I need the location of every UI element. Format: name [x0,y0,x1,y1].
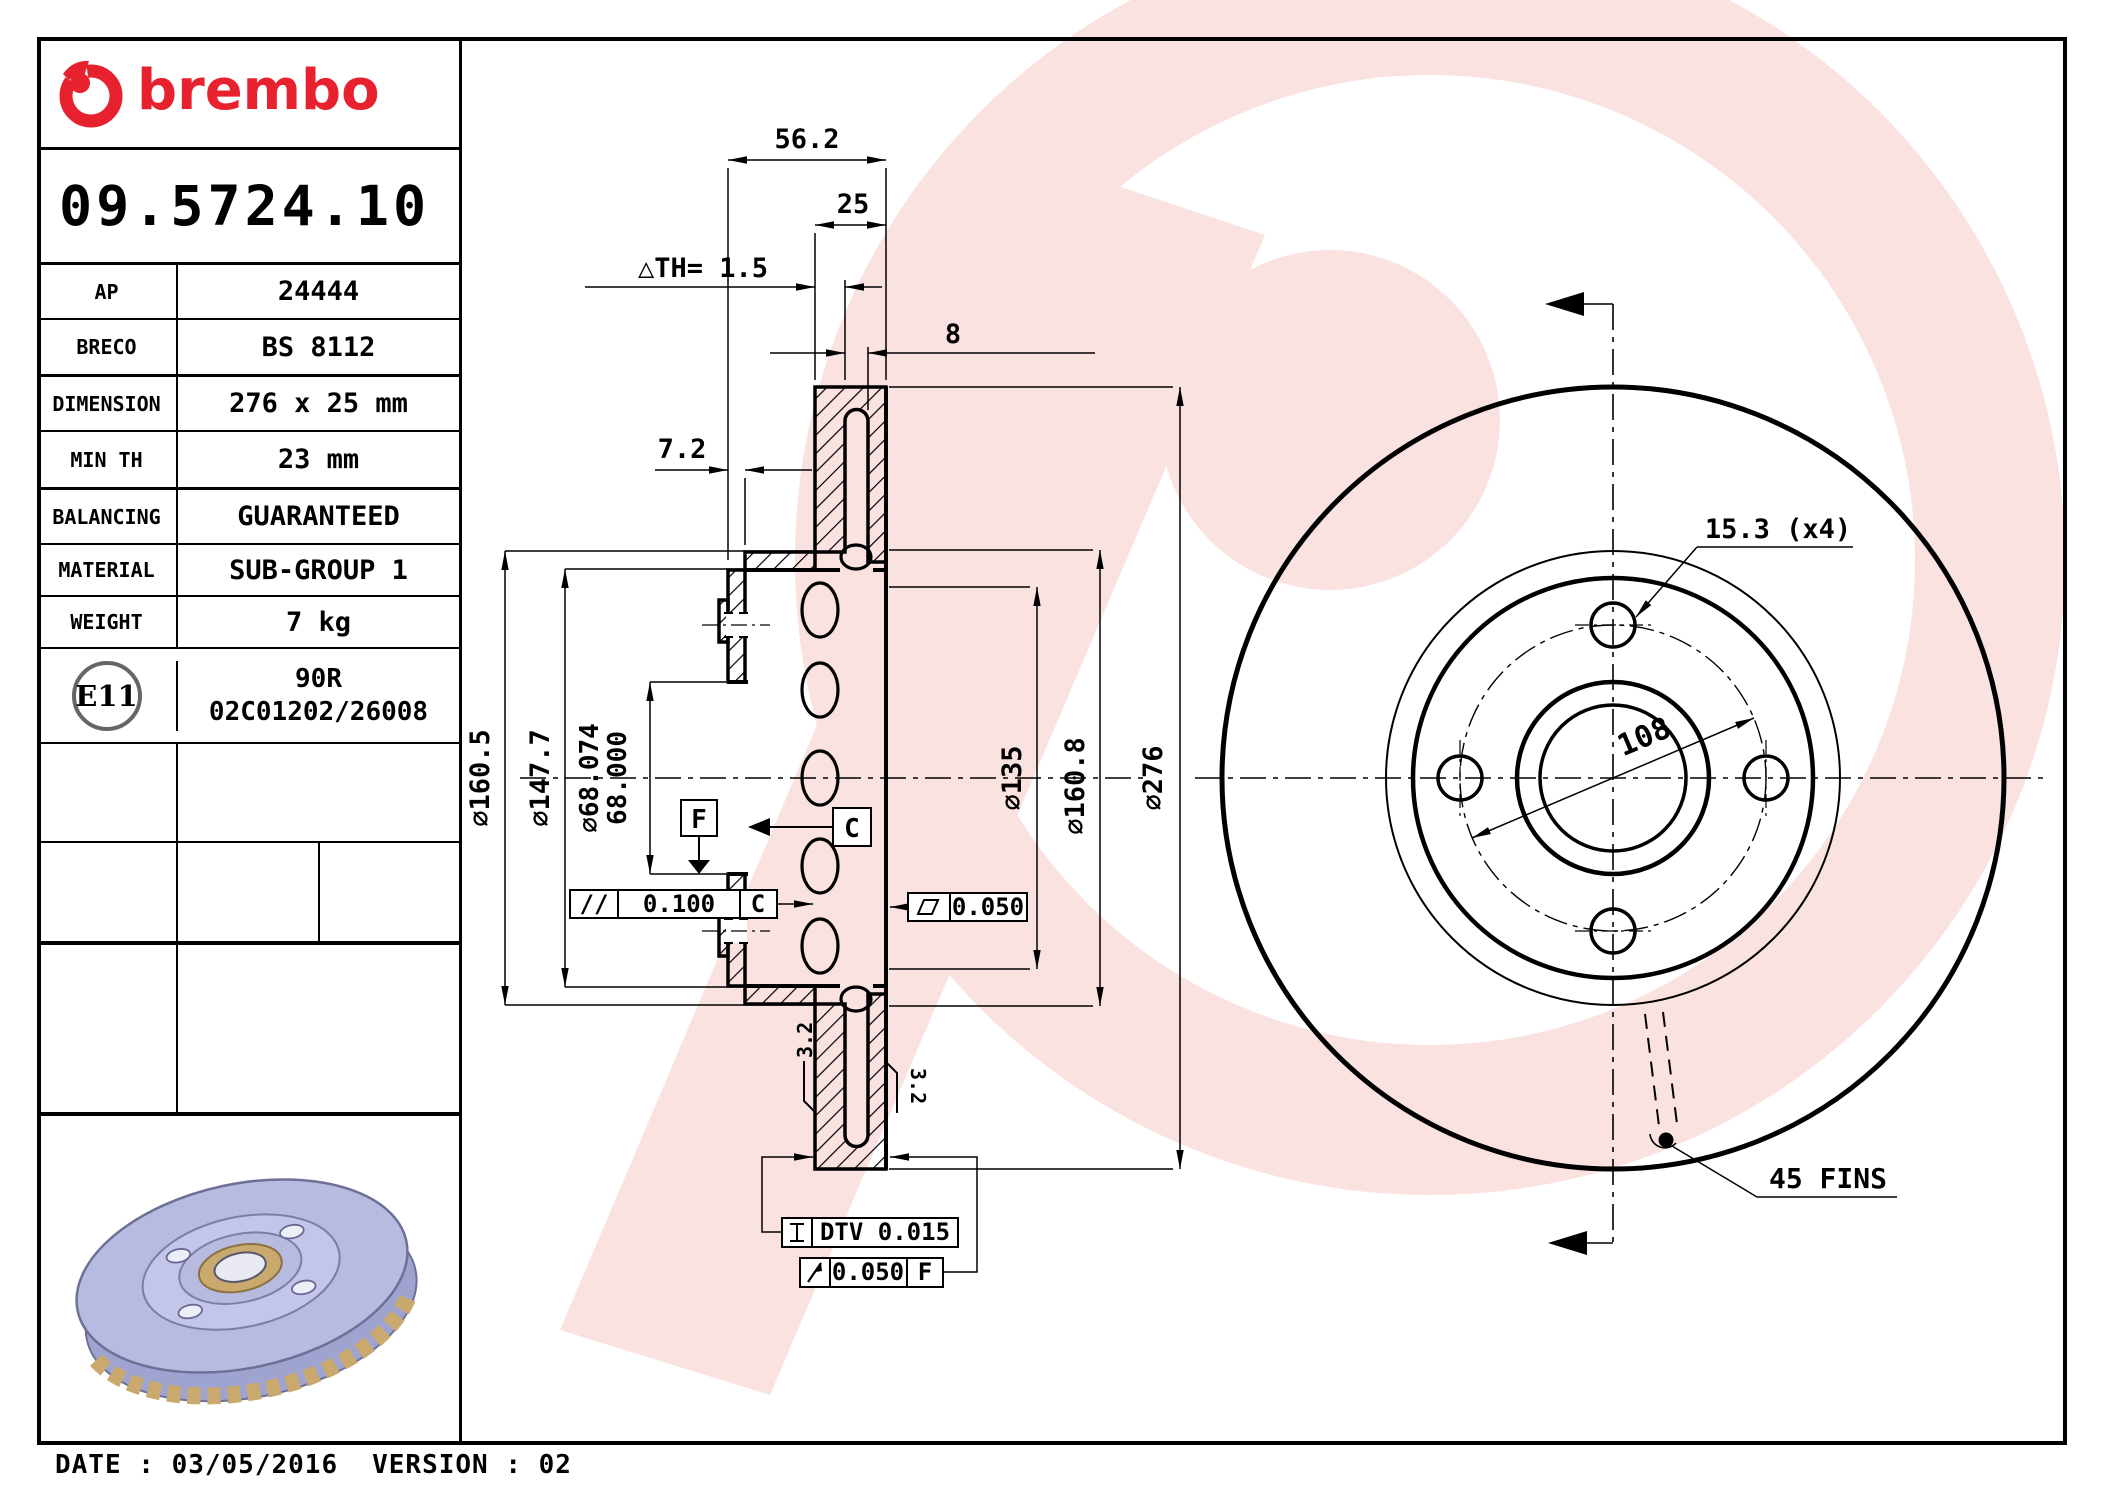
fcf-dtv: DTV 0.015 [761,1153,978,1273]
dim-dia-276: ⌀276 [1138,745,1169,810]
fin-indicator [1644,1011,1678,1149]
bolt-hole-centerlines [1459,624,1767,932]
table-row: DIMENSION 276 x 25 mm [37,374,459,430]
bolt-hole-dim-text: 15.3 (x4) [1705,514,1851,545]
dim-dia-160-8: ⌀160.8 [1060,737,1091,835]
disc-photo-box [37,1112,459,1445]
row-label: BRECO [37,320,178,374]
dim-dia-147-7: ⌀147.7 [525,729,556,827]
fcf-runout: 0.050 F [799,1257,944,1288]
datum-c: C [748,807,872,847]
hat-face-circle [1410,575,1816,981]
brembo-logo-icon [53,56,123,128]
row-label: AP [37,265,178,318]
friction-band-top [813,385,888,564]
table-row: BRECO BS 8112 [37,318,459,374]
cavity-lines [745,387,888,1169]
svg-text:F: F [918,1258,932,1286]
hat-flange-bottom [743,984,817,1006]
bore-surfaces [728,680,748,876]
empty-row [37,742,459,841]
e11-approval-badge: E11 [71,660,142,731]
svg-text:F: F [691,805,707,835]
svg-text:3.2: 3.2 [906,1068,930,1104]
svg-text://: // [580,890,609,918]
footer-note: DATE : 03/05/2016 VERSION : 02 [55,1450,606,1480]
row-label: MATERIAL [37,545,178,595]
datum-f: F [680,799,718,874]
fins-label: 45 FINS [1769,1162,1887,1195]
dim-th-variation: △TH= 1.5 [638,253,768,284]
approval-numbers: 90R 02C01202/26008 [178,663,459,728]
direction-arrow-bottom [1548,1231,1613,1255]
row-value: 276 x 25 mm [229,388,408,419]
footer-date: DATE : 03/05/2016 [55,1450,339,1480]
brand-name: brembo [137,57,380,123]
svg-text:3.2: 3.2 [793,1022,817,1058]
dim-dia-135: ⌀135 [997,745,1028,810]
row-label: BALANCING [37,490,178,543]
row-label: MIN TH [37,432,178,487]
dim-dia-160-5: ⌀160.5 [465,729,496,827]
svg-text:DTV 0.015: DTV 0.015 [820,1218,950,1246]
fins-leader [1671,1145,1758,1198]
svg-text:C: C [751,890,765,918]
title-block: brembo 09.5724.10 AP 24444 BRECO BS 8112… [37,37,462,1445]
table-row: MATERIAL SUB-GROUP 1 [37,543,459,595]
pilot-ring-top [717,598,730,644]
hat-outer-circle [1385,550,1841,1006]
approval-line1: 90R [295,664,342,694]
table-row: MIN TH 23 mm [37,430,459,487]
dim-bore-lower: 68.000 [603,731,633,825]
brand-row: brembo [37,37,459,147]
part-number-row: 09.5724.10 [37,147,459,262]
row-value: SUB-GROUP 1 [229,554,408,586]
svg-text:0.050: 0.050 [952,893,1024,921]
approval-row: E11 90R 02C01202/26008 [37,647,459,742]
dim-vent-width: 8 [945,319,961,350]
vent-vane-holes [800,543,873,1013]
svg-text:C: C [844,814,860,844]
dim-bore-upper: ⌀68.074 [575,723,605,833]
svg-text:0.100: 0.100 [643,890,715,918]
footer-version: VERSION : 02 [372,1450,572,1480]
section-bolt-holes [702,612,770,944]
row-value: GUARANTEED [237,501,400,532]
disc-3d-render [75,1178,418,1405]
empty-row [37,941,459,1112]
fcf-flatness: 0.050 [890,892,1028,922]
hat-flange-top [743,550,817,572]
row-label: DIMENSION [37,377,178,430]
svg-text:0.050: 0.050 [832,1258,904,1286]
approval-line2: 02C01202/26008 [208,696,429,727]
table-row: BALANCING GUARANTEED [37,487,459,543]
bolt-hole-dim-leader [1635,546,1698,618]
direction-arrow-top [1545,292,1613,316]
front-view: 108 15.3 (x4) 45 FINS [1195,292,2045,1255]
table-row: WEIGHT 7 kg [37,595,459,647]
row-value: 7 kg [285,606,352,638]
pcd-dimension-line [1471,717,1755,839]
section-view: 56.2 25 △TH= 1.5 8 7.2 ⌀160.5 ⌀147.7 [465,124,1184,1288]
fcf-parallelism: // 0.100 C [569,889,813,919]
row-value: 24444 [277,276,360,307]
dim-hat-thickness: 7.2 [658,434,707,465]
dim-disc-thickness: 25 [837,189,870,220]
disc-outer-circle [1219,384,2007,1172]
table-row: AP 24444 [37,262,459,318]
part-number: 09.5724.10 [59,174,431,238]
empty-row [37,841,459,941]
dim-overall-width: 56.2 [774,124,839,155]
row-label: WEIGHT [37,597,178,647]
row-value: BS 8112 [261,331,376,363]
section-dimensions: 56.2 25 △TH= 1.5 8 7.2 ⌀160.5 ⌀147.7 [465,124,1184,1170]
row-value: 23 mm [277,444,360,475]
roughness-right: 3.2 [885,1061,930,1113]
roughness-left: 3.2 [793,1022,817,1113]
friction-band-bottom [813,992,888,1171]
